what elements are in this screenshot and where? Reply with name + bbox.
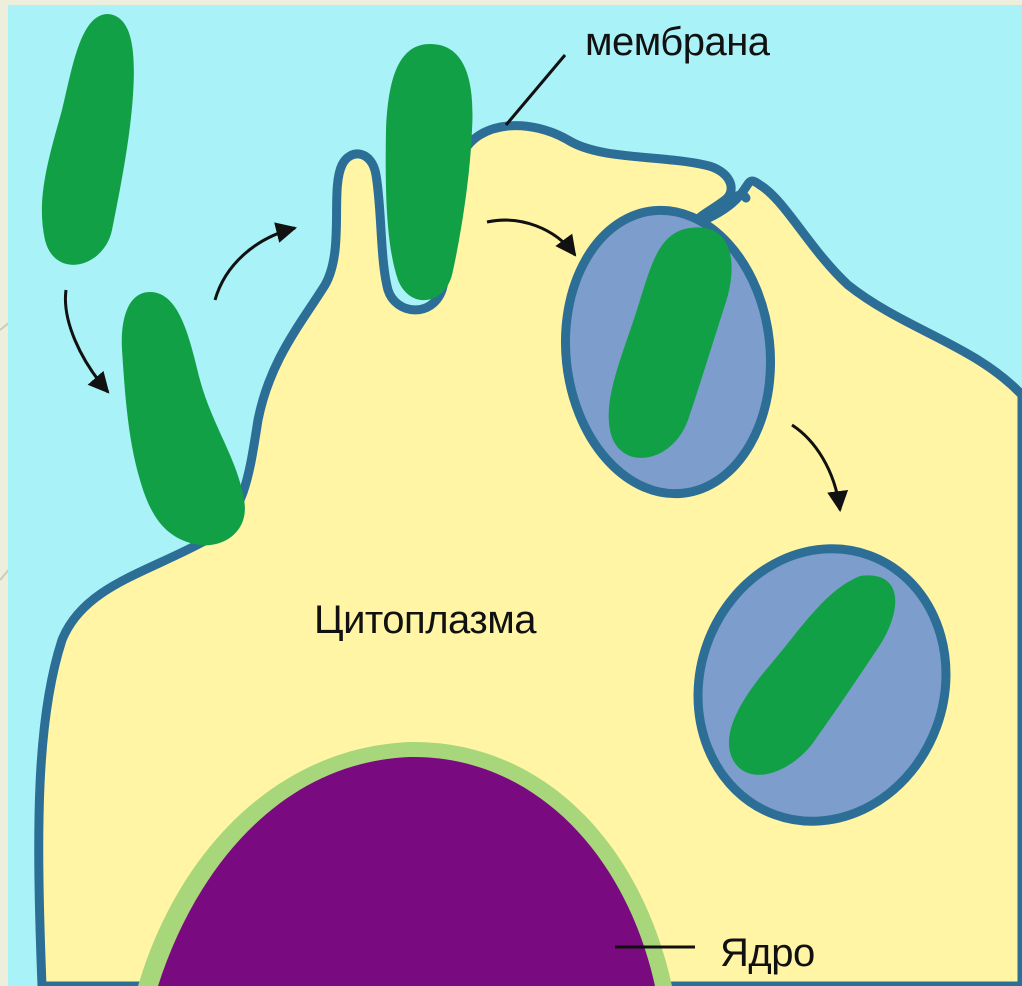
membrane-label: мембрана	[585, 20, 771, 64]
nucleus-label: Ядро	[720, 931, 815, 975]
cytoplasm-label: Цитоплазма	[314, 598, 537, 642]
membrane-neck	[725, 195, 746, 200]
